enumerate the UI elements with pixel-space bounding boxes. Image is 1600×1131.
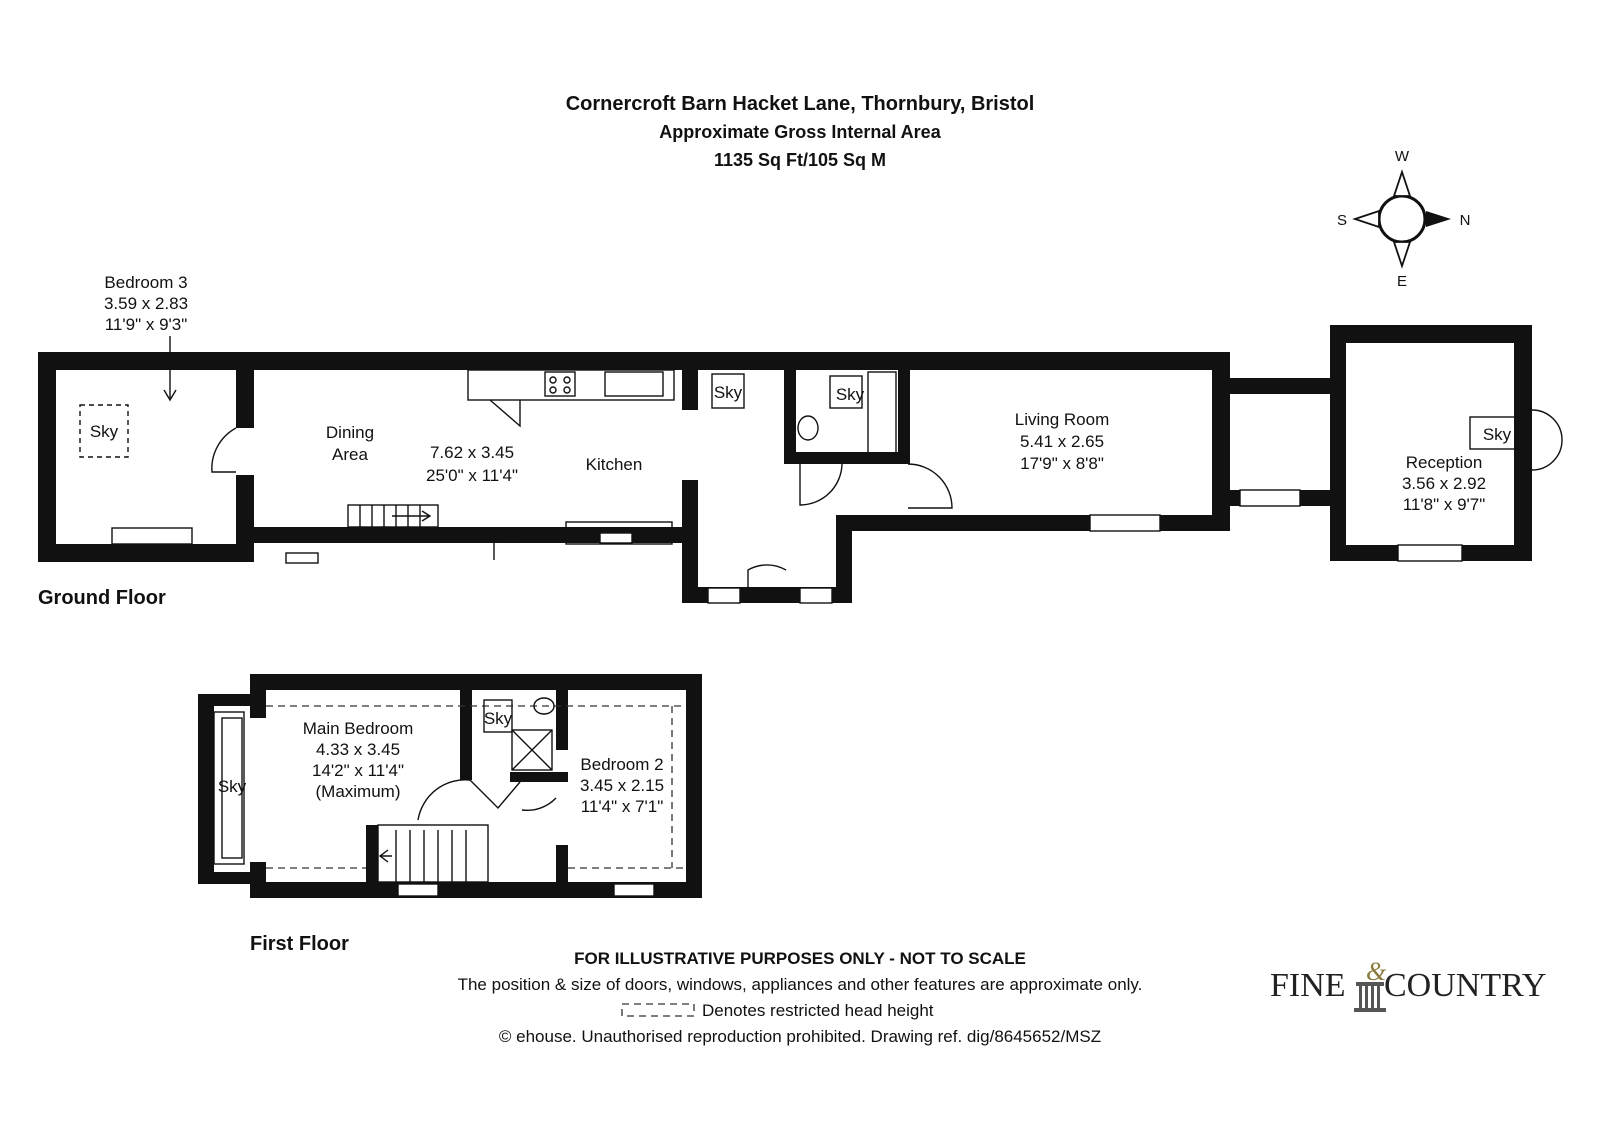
main-bedroom-note: (Maximum) xyxy=(316,782,401,801)
skylight-ensuite xyxy=(483,699,513,733)
reception-metric: 3.56 x 2.92 xyxy=(1402,474,1486,493)
skylight-hall xyxy=(711,373,745,409)
living-name: Living Room xyxy=(1015,410,1110,429)
skylight-label-hall: Sky xyxy=(714,383,743,402)
logo-amp: & xyxy=(1366,957,1387,986)
main-bedroom-metric: 4.33 x 3.45 xyxy=(316,740,400,759)
reception-name: Reception xyxy=(1406,453,1483,472)
legend-dash-icon xyxy=(621,1003,695,1017)
basin xyxy=(533,697,555,715)
kitchen-dining-imperial: 25'0" x 11'4" xyxy=(426,466,518,485)
kitchen-dining-metric: 7.62 x 3.45 xyxy=(430,443,514,462)
skylight-bathroom xyxy=(829,375,863,409)
ground-floor-interior-walls xyxy=(236,352,910,540)
skylight-bedroom3 xyxy=(79,404,129,458)
main-bedroom-imperial: 14'2" x 11'4" xyxy=(312,761,404,780)
wc xyxy=(797,415,819,441)
kitchen-name: Kitchen xyxy=(586,455,643,474)
bedroom3-pointer xyxy=(163,336,177,402)
dining-name-2: Area xyxy=(332,445,368,464)
stairs-ground xyxy=(347,504,439,528)
skylight-label-bathroom: Sky xyxy=(836,385,865,404)
bath xyxy=(867,371,897,455)
stairs-first xyxy=(377,824,489,883)
first-floor-walls xyxy=(198,674,702,898)
compass-icon: W E S N xyxy=(1337,148,1470,290)
skylight-label-bedroom3: Sky xyxy=(90,422,119,441)
skylight-label-reception: Sky xyxy=(1483,425,1512,444)
living-metric: 5.41 x 2.65 xyxy=(1020,432,1104,451)
kitchen-counter xyxy=(565,521,673,545)
skylight-label-main-bedroom: Sky xyxy=(218,777,247,796)
bedroom2-metric: 3.45 x 2.15 xyxy=(580,776,664,795)
property-title: Cornercroft Barn Hacket Lane, Thornbury,… xyxy=(566,93,1035,115)
disclaimer: FOR ILLUSTRATIVE PURPOSES ONLY - NOT TO … xyxy=(574,949,1026,968)
ground-floor-windows xyxy=(111,489,1463,604)
compass-south: S xyxy=(1337,212,1347,229)
bedroom3-imperial: 11'9" x 9'3" xyxy=(105,315,188,334)
compass-north: N xyxy=(1460,212,1471,229)
first-floor-fixtures xyxy=(377,697,555,883)
reception-imperial: 11'8" x 9'7" xyxy=(1403,495,1486,514)
first-floor-doors xyxy=(417,779,557,821)
first-floor-label: First Floor xyxy=(250,933,349,955)
skylight-label-ensuite: Sky xyxy=(484,709,513,728)
area-value: 1135 Sq Ft/105 Sq M xyxy=(714,150,886,170)
first-floor-windows xyxy=(213,711,655,897)
first-floor-plan: Sky Sky Main Bedroom 4.33 x 3.45 14'2" x… xyxy=(198,674,702,955)
shower xyxy=(511,729,553,771)
first-floor-restricted-height xyxy=(266,705,686,869)
copyright: © ehouse. Unauthorised reproduction proh… xyxy=(499,1027,1101,1046)
ground-floor-plan: Sky Sky Sky Sky Bedroom 3 3.59 x 2.83 11… xyxy=(38,273,1563,609)
dining-name-1: Dining xyxy=(326,423,374,442)
compass-west: W xyxy=(1395,148,1410,165)
bedroom3-name: Bedroom 3 xyxy=(104,273,187,292)
logo-fine: FINE xyxy=(1270,967,1346,1004)
living-imperial: 17'9" x 8'8" xyxy=(1020,454,1104,473)
bedroom2-name: Bedroom 2 xyxy=(580,755,663,774)
column-icon xyxy=(1354,982,1386,1012)
ground-floor-fixtures xyxy=(347,369,897,545)
ground-floor-label: Ground Floor xyxy=(38,587,166,609)
skylight-reception xyxy=(1469,416,1525,450)
bedroom2-imperial: 11'4" x 7'1" xyxy=(581,797,664,816)
compass-east: E xyxy=(1397,273,1407,290)
fine-country-logo: FINE & COUNTRY xyxy=(1270,957,1546,1012)
area-subtitle: Approximate Gross Internal Area xyxy=(659,122,941,142)
bedroom3-metric: 3.59 x 2.83 xyxy=(104,294,188,313)
legend-text: Denotes restricted head height xyxy=(702,1001,934,1020)
logo-country: COUNTRY xyxy=(1384,967,1546,1004)
main-bedroom-name: Main Bedroom xyxy=(303,719,414,738)
ground-floor-doors xyxy=(211,409,1563,603)
position-note: The position & size of doors, windows, a… xyxy=(458,975,1143,994)
